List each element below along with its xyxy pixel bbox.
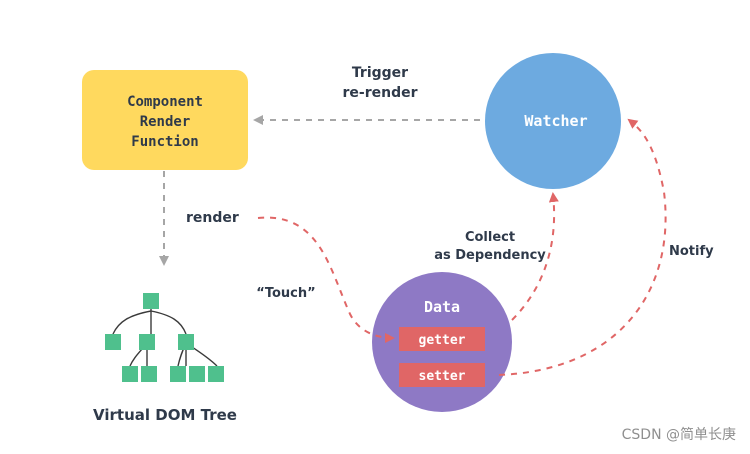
collect-dependency-arrow — [511, 192, 559, 321]
tree-node — [208, 366, 224, 382]
data-label: Data — [424, 298, 460, 316]
tree-node — [122, 366, 138, 382]
component-render-function-box: Component Render Function — [82, 70, 248, 170]
tree-node — [189, 366, 205, 382]
watcher-node: Watcher — [485, 53, 621, 189]
tree-node — [143, 293, 159, 309]
touch-label: “Touch” — [256, 286, 315, 301]
tree-connector — [150, 310, 187, 335]
component-render-line-1: Component — [127, 94, 203, 110]
notify-label: Notify — [669, 244, 714, 259]
trigger-label-line-2: re-render — [343, 85, 418, 101]
getter-label: getter — [419, 333, 466, 348]
tree-connector — [112, 310, 152, 335]
virtual-dom-tree-label: Virtual DOM Tree — [93, 406, 237, 424]
virtual-dom-tree — [105, 293, 224, 382]
component-render-line-3: Function — [131, 134, 198, 150]
collect-label-line-2: as Dependency — [434, 248, 546, 263]
getter-box — [399, 327, 485, 351]
tree-node — [105, 334, 121, 350]
watcher-label: Watcher — [524, 112, 587, 130]
notify-arrow — [498, 118, 667, 376]
collect-label-line-1: Collect — [465, 230, 515, 245]
tree-node — [141, 366, 157, 382]
tree-node — [139, 334, 155, 350]
trigger-label-line-1: Trigger — [352, 65, 408, 81]
component-render-line-2: Render — [140, 114, 191, 130]
tree-node — [178, 334, 194, 350]
touch-arrow — [257, 216, 395, 343]
setter-box — [399, 363, 485, 387]
tree-node — [170, 366, 186, 382]
data-node: Data getter setter — [372, 272, 512, 412]
watermark: CSDN @简单长庚 — [621, 427, 736, 443]
render-label: render — [186, 210, 239, 226]
setter-label: setter — [419, 369, 466, 384]
